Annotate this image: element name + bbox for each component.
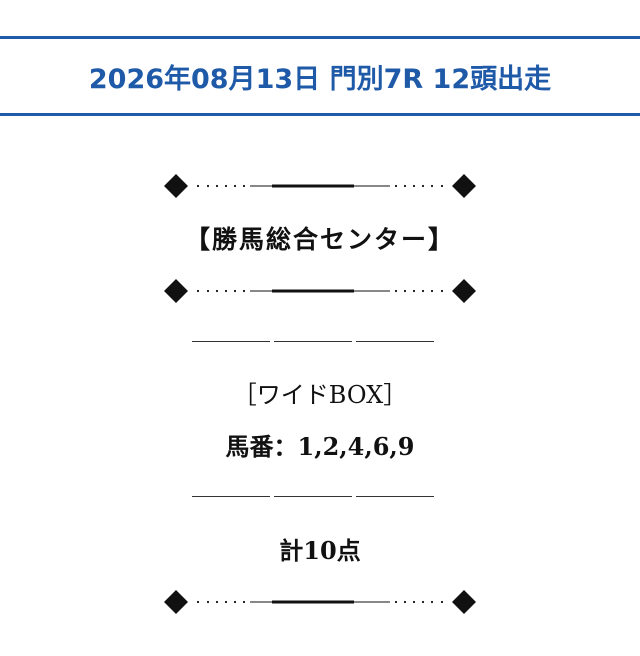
diamond-icon [452,279,476,303]
diamond-icon [164,174,188,198]
diamond-icon [164,279,188,303]
race-title: 2026年08月13日 門別7R 12頭出走 [88,64,552,95]
thin-rule [192,341,438,343]
diamond-icon [164,590,188,614]
ornament-divider-bottom [160,590,480,614]
header-band [0,36,640,116]
horse-numbers: 馬番：1,2,4,6,9 [225,432,415,461]
bet-type: ［ワイドBOX］ [232,381,408,409]
diamond-icon [452,590,476,614]
ornament-divider-middle [160,279,480,303]
ornament-divider-top [160,174,480,198]
brand-name: 【勝馬総合センター】 [184,225,455,254]
total-points: 計10点 [279,536,361,565]
thin-rule [192,496,438,498]
diamond-icon [452,174,476,198]
